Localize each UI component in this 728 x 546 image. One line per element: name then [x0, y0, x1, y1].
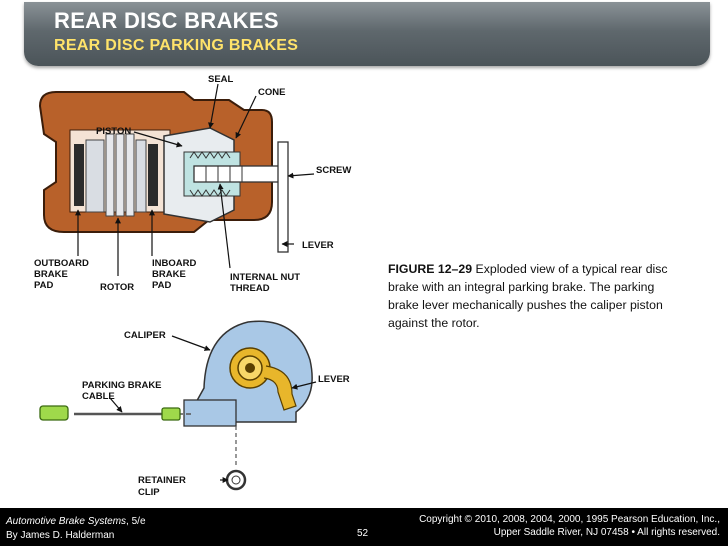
label-nut-1: INTERNAL NUT	[230, 272, 300, 283]
page-number: 52	[357, 528, 369, 539]
label-clip-2: CLIP	[138, 487, 160, 498]
label-screw: SCREW	[316, 165, 351, 176]
book-edition: , 5/e	[126, 516, 146, 527]
label-rotor: ROTOR	[100, 282, 134, 293]
footer-copyright: Copyright © 2010, 2008, 2004, 2000, 1995…	[419, 514, 720, 525]
label-cable-1: PARKING BRAKE	[82, 380, 162, 391]
slide-subtitle: REAR DISC PARKING BRAKES	[54, 37, 299, 54]
label-clip-1: RETAINER	[138, 475, 186, 486]
label-piston: PISTON	[96, 126, 131, 137]
label-nut-2: THREAD	[230, 283, 270, 294]
title-banner	[24, 2, 710, 66]
footer-author: By James D. Halderman	[6, 530, 115, 541]
rotor-and-pads	[74, 133, 158, 217]
label-outboard-2: BRAKE	[34, 269, 68, 280]
label-outboard-3: PAD	[34, 280, 53, 291]
caption-text: Exploded view of a typical rear disc bra…	[388, 262, 668, 330]
leader-lines	[75, 83, 317, 483]
label-outboard-1: OUTBOARD	[34, 258, 89, 269]
slide-title: REAR DISC BRAKES	[54, 8, 279, 33]
label-lever-bottom: LEVER	[318, 374, 350, 385]
label-seal: SEAL	[208, 74, 234, 85]
label-lever-top: LEVER	[302, 240, 334, 251]
piston-assembly	[163, 127, 289, 253]
book-title: Automotive Brake Systems	[6, 516, 127, 527]
footer-publisher: Upper Saddle River, NJ 07458 • All right…	[493, 527, 720, 538]
label-inboard-3: PAD	[152, 280, 171, 291]
brake-diagram: SEAL CONE PISTON SCREW LEVER OUTBOARD BR…	[34, 74, 351, 498]
label-caliper: CALIPER	[124, 330, 166, 341]
label-inboard-2: BRAKE	[152, 269, 186, 280]
caliper-lower-view	[39, 320, 313, 491]
label-inboard-1: INBOARD	[152, 258, 196, 269]
caption-number: FIGURE 12–29	[388, 262, 473, 276]
figure-caption: FIGURE 12–29 Exploded view of a typical …	[388, 260, 678, 332]
label-cone: CONE	[258, 87, 285, 98]
label-cable-2: CABLE	[82, 391, 115, 402]
footer-bar: Automotive Brake Systems, 5/e By James D…	[0, 508, 728, 546]
footer-book: Automotive Brake Systems, 5/e	[6, 516, 146, 527]
